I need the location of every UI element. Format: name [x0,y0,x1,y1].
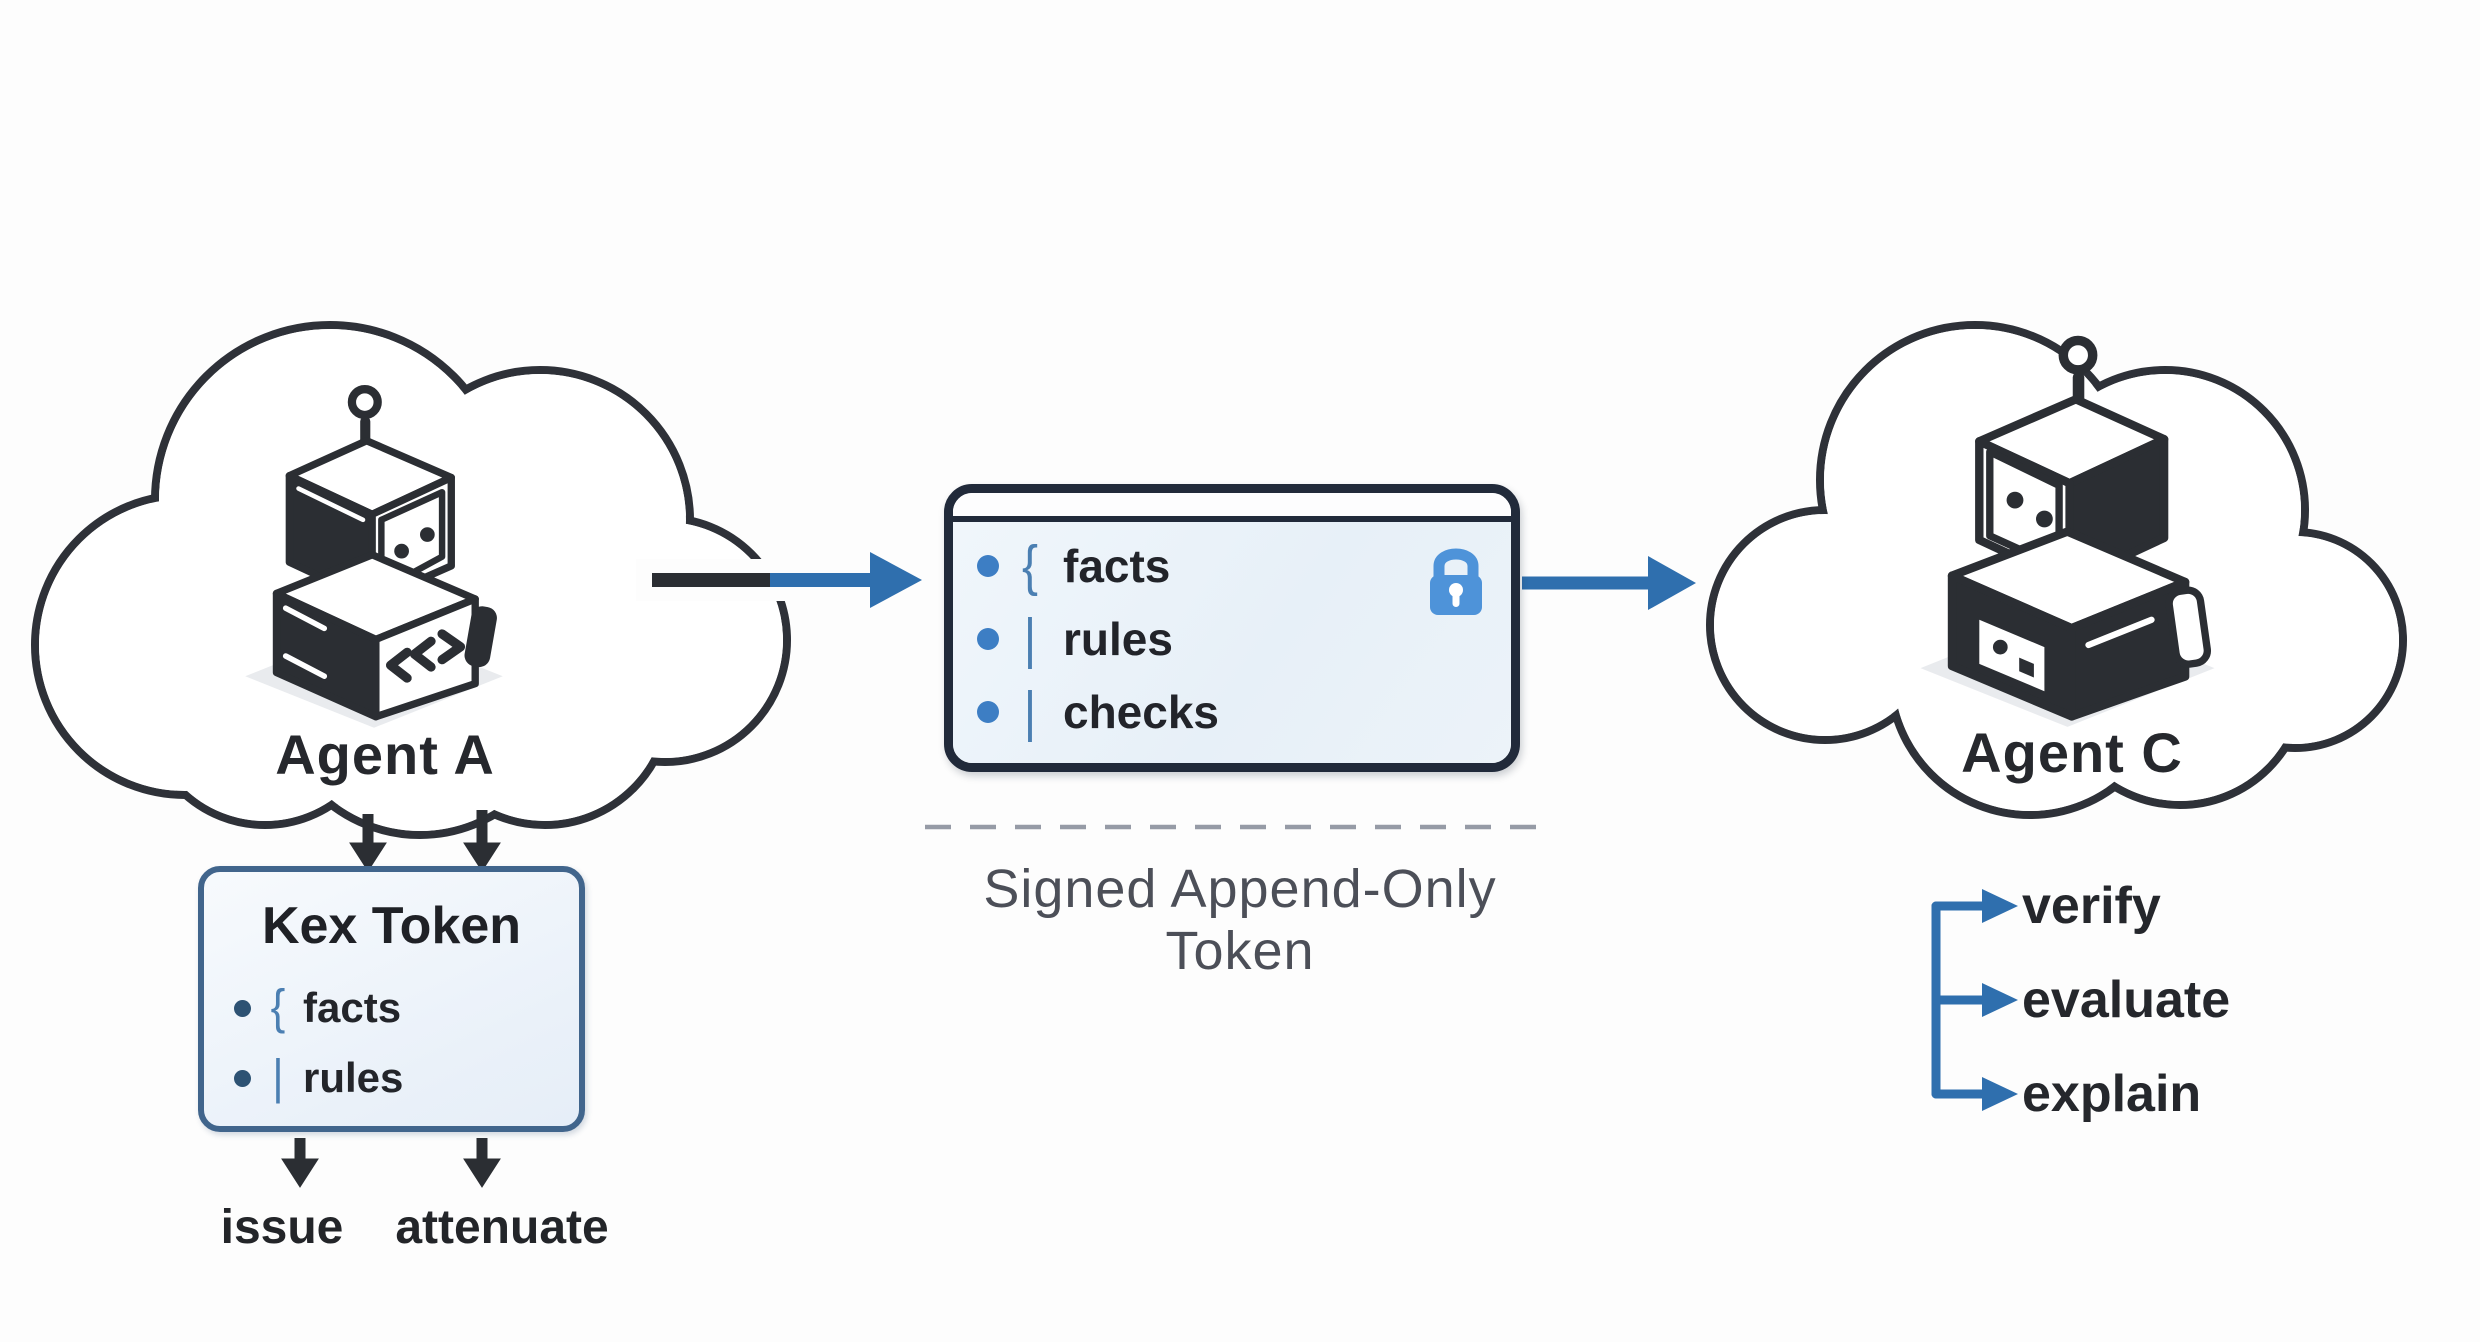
list-item: { facts [234,980,579,1035]
list-item: | rules [234,1050,579,1105]
arrow-cloud-to-kex-left [349,814,387,872]
token-title-bar [953,493,1511,522]
brace-icon: | [272,1050,284,1105]
lock-icon [1425,542,1487,618]
bullet-icon [977,701,999,723]
attenuate-label: attenuate [395,1201,609,1254]
agent-c-actions-bracket [1931,889,2018,1111]
bullet-icon [977,628,999,650]
code-chevrons-icon [385,629,466,683]
agent-c-action-verify: verify [2022,877,2161,935]
brace-icon: { [1021,535,1039,597]
arrow-cloud-to-kex-right [463,810,501,872]
list-item: | rules [977,606,1511,672]
brace-icon: | [1023,608,1037,670]
arrow-kex-to-attenuate [463,1138,501,1188]
arrow-agent-a-to-token [636,552,922,608]
bullet-icon [977,555,999,577]
list-item-label: rules [303,1054,404,1101]
kex-token-box: Kex Token { facts | rules [198,866,585,1132]
bullet-icon [234,999,251,1017]
list-item-label: rules [1063,613,1173,665]
kex-token-title: Kex Token [261,897,522,955]
list-item-label: facts [303,984,402,1031]
agent-c-action-evaluate: evaluate [2022,971,2231,1029]
brace-icon: | [1023,681,1037,743]
list-item: { facts [977,533,1511,599]
issue-label: issue [220,1201,344,1254]
robot-icon-agent-a [245,385,503,728]
agent-c-action-explain: explain [2022,1065,2202,1123]
token-body: { facts | rules | checks [953,522,1511,763]
kex-token-list: { facts | rules [234,980,579,1105]
arrow-token-to-agent-c [1522,556,1696,610]
list-item: | checks [977,679,1511,745]
signed-token-box: { facts | rules | checks [944,484,1520,772]
brace-icon: { [270,980,286,1035]
arrow-kex-to-issue [281,1138,319,1188]
token-caption: Signed Append-Only Token [983,859,1497,981]
agent-c-label: Agent C [1961,721,2183,784]
list-item-label: facts [1063,540,1171,592]
bullet-icon [234,1069,251,1087]
list-item-label: checks [1063,686,1220,738]
agent-a-label: Agent A [275,723,495,786]
